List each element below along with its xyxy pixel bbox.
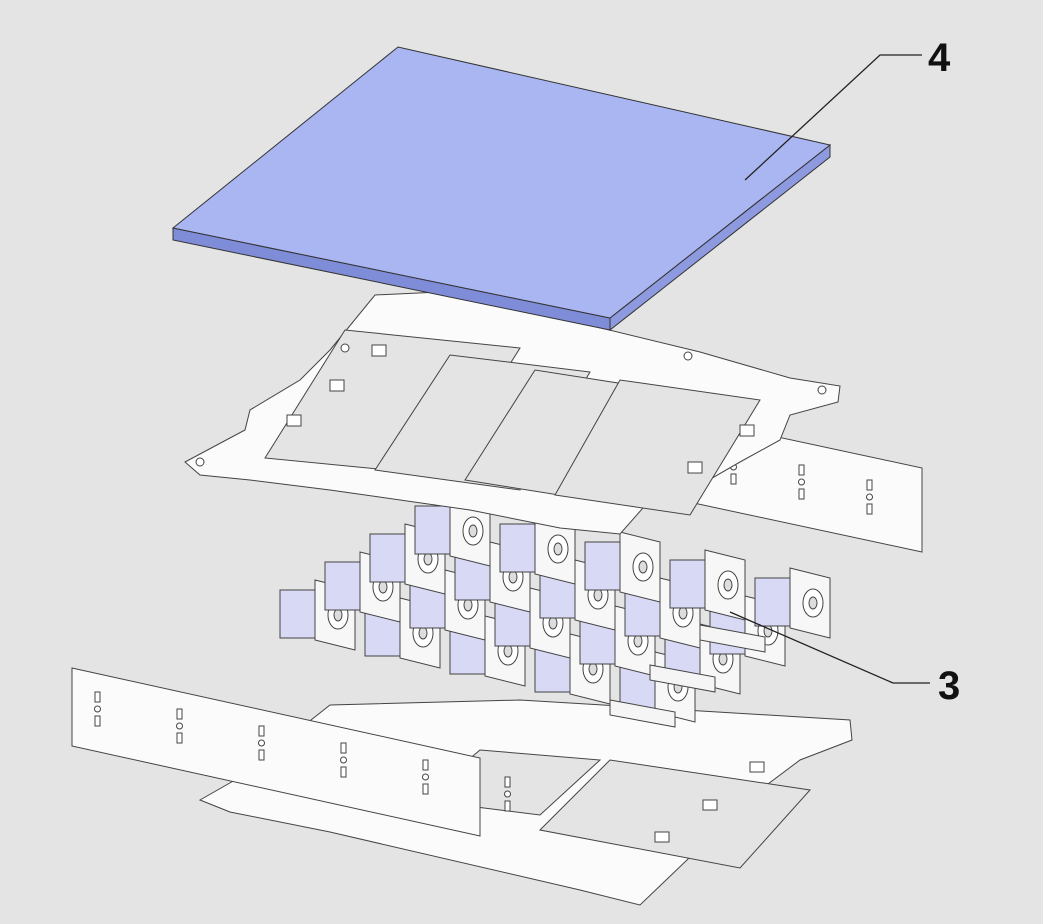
leader-line-3: [729, 611, 930, 684]
panel-slot: [340, 742, 347, 778]
panel-slot: [504, 776, 511, 812]
panel-slot: [94, 691, 101, 727]
leader-line-4: [744, 54, 922, 181]
servo-array: [279, 495, 831, 728]
servo-unit: [669, 549, 746, 621]
callout-label-3: 3: [938, 664, 961, 708]
top-frame: [184, 291, 841, 535]
shaft: [649, 664, 716, 693]
servo-unit: [499, 513, 576, 585]
servo-unit: [414, 495, 491, 567]
left-side-panel: [71, 667, 511, 837]
shaft: [609, 699, 676, 728]
top-plate: [171, 46, 832, 332]
servo-unit: [754, 567, 831, 639]
servo-unit: [584, 531, 661, 603]
shaft: [699, 624, 766, 653]
panel-slot: [866, 479, 873, 515]
panel-slot: [258, 725, 265, 761]
panel-slot: [798, 464, 805, 500]
callout-label-4: 4: [928, 36, 951, 80]
panel-slot: [422, 759, 429, 795]
panel-slot: [176, 708, 183, 744]
